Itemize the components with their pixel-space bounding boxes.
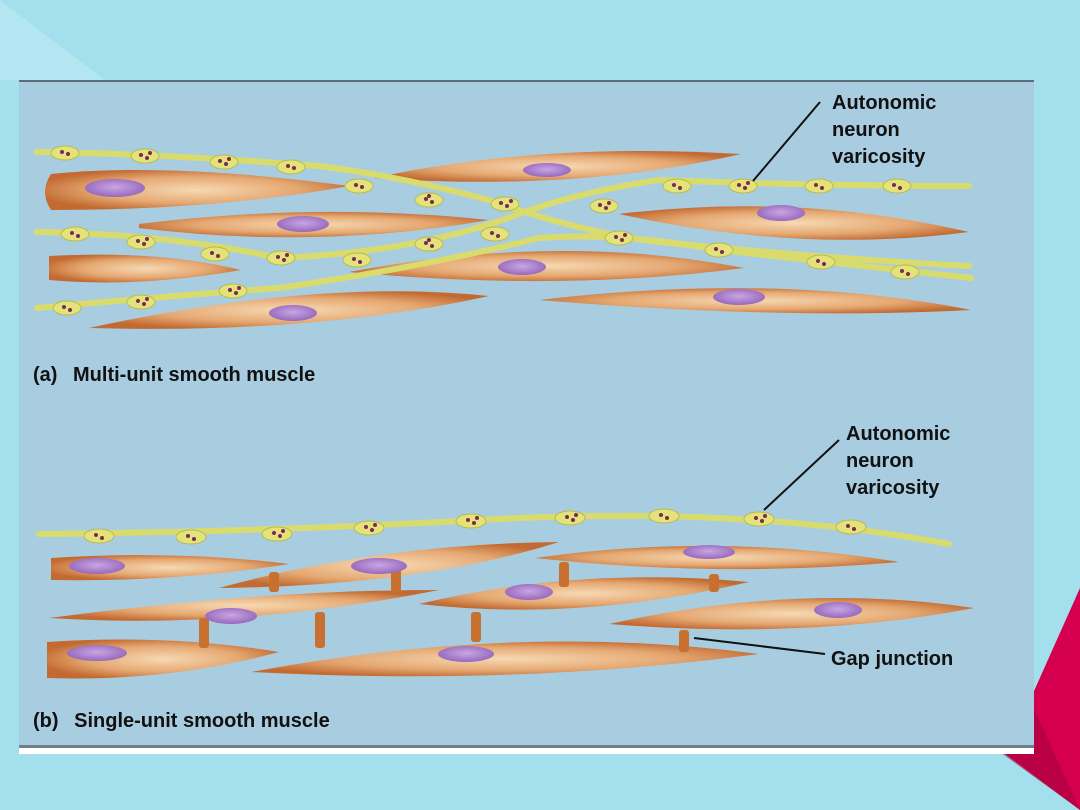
callout-line-1: Autonomic <box>832 92 936 114</box>
callout-leader-line <box>763 439 840 511</box>
callout-line-2: neuron <box>832 119 900 141</box>
varicosity <box>554 510 586 526</box>
gap-junction-label: Gap junction <box>831 648 953 670</box>
muscle-sheet <box>47 542 974 679</box>
callout-line-3: varicosity <box>832 146 926 168</box>
callout-line-2: neuron <box>846 450 914 472</box>
muscle-cell <box>609 598 974 630</box>
callout-line-3: varicosity <box>846 477 940 499</box>
nucleus <box>438 646 494 662</box>
muscle-cell <box>49 590 439 621</box>
varicosity <box>882 178 912 194</box>
callout-label-b: Autonomic neuron varicosity <box>846 423 956 499</box>
panel-a-illustration <box>34 101 974 329</box>
varicosity <box>414 236 444 252</box>
varicosity <box>126 294 156 310</box>
gap-junctions <box>199 562 719 652</box>
nucleus <box>683 545 735 559</box>
varicosity <box>728 178 758 194</box>
varicosity <box>200 246 230 262</box>
varicosity <box>261 526 293 542</box>
nucleus <box>69 558 125 574</box>
varicosity <box>130 148 160 164</box>
varicosity <box>806 254 836 270</box>
varicosity <box>835 519 867 535</box>
varicosity <box>60 226 90 242</box>
muscle-cell <box>619 206 969 240</box>
varicosity <box>83 528 115 544</box>
varicosity <box>344 178 374 194</box>
gap-junction-leader-line <box>693 637 826 655</box>
varicosity <box>342 252 372 268</box>
nucleus <box>351 558 407 574</box>
varicosity <box>414 192 444 208</box>
varicosity <box>218 283 248 299</box>
callout-leader-line <box>752 101 821 182</box>
muscle-cell <box>49 254 241 283</box>
nucleus <box>269 305 317 321</box>
nucleus <box>498 259 546 275</box>
varicosity <box>52 300 82 316</box>
varicosity <box>490 196 520 212</box>
vesicles <box>60 150 910 312</box>
callout-label-a: Autonomic neuron varicosity <box>832 92 942 168</box>
varicosity <box>662 178 692 194</box>
varicosity <box>50 145 80 161</box>
muscle-cell <box>419 577 749 610</box>
muscle-cell <box>251 641 759 677</box>
panel-a-letter: (a) <box>33 364 57 386</box>
varicosity <box>648 508 680 524</box>
nucleus <box>757 205 805 221</box>
varicosity <box>804 178 834 194</box>
varicosity <box>276 159 306 175</box>
varicosity <box>589 198 619 214</box>
smooth-muscle-diagram: Autonomic neuron varicosity (a) Multi-un… <box>33 92 974 732</box>
figure-bottom-rule <box>19 745 1034 748</box>
panel-b-letter: (b) <box>33 710 59 732</box>
corner-triangle-top-left <box>0 0 105 80</box>
varicosity <box>704 242 734 258</box>
varicosity <box>480 226 510 242</box>
nucleus <box>505 584 553 600</box>
nucleus <box>277 216 329 232</box>
varicosity <box>353 520 385 536</box>
figure-bottom-strip <box>19 748 1034 754</box>
panel-a-caption: (a) Multi-unit smooth muscle <box>33 364 315 386</box>
nucleus <box>814 602 862 618</box>
varicosity <box>266 250 296 266</box>
varicosity <box>604 230 634 246</box>
panel-b-caption: (b) Single-unit smooth muscle <box>33 710 330 732</box>
nucleus <box>523 163 571 177</box>
panel-b-title: Single-unit smooth muscle <box>74 710 330 732</box>
varicosity <box>890 264 920 280</box>
vesicles <box>94 513 856 541</box>
varicosity <box>455 513 487 529</box>
neuron-fiber <box>36 512 952 547</box>
varicosity <box>175 529 207 545</box>
nucleus <box>67 645 127 661</box>
nucleus <box>85 179 145 197</box>
panel-a-title: Multi-unit smooth muscle <box>73 364 315 386</box>
figure-panel: Autonomic neuron varicosity (a) Multi-un… <box>19 80 1034 754</box>
varicosities <box>50 145 920 316</box>
varicosity <box>209 154 239 170</box>
nucleus <box>205 608 257 624</box>
varicosities <box>83 508 867 545</box>
nucleus <box>713 289 765 305</box>
varicosity <box>126 234 156 250</box>
varicosity <box>743 511 775 527</box>
panel-b-illustration <box>36 439 974 679</box>
callout-line-1: Autonomic <box>846 423 950 445</box>
